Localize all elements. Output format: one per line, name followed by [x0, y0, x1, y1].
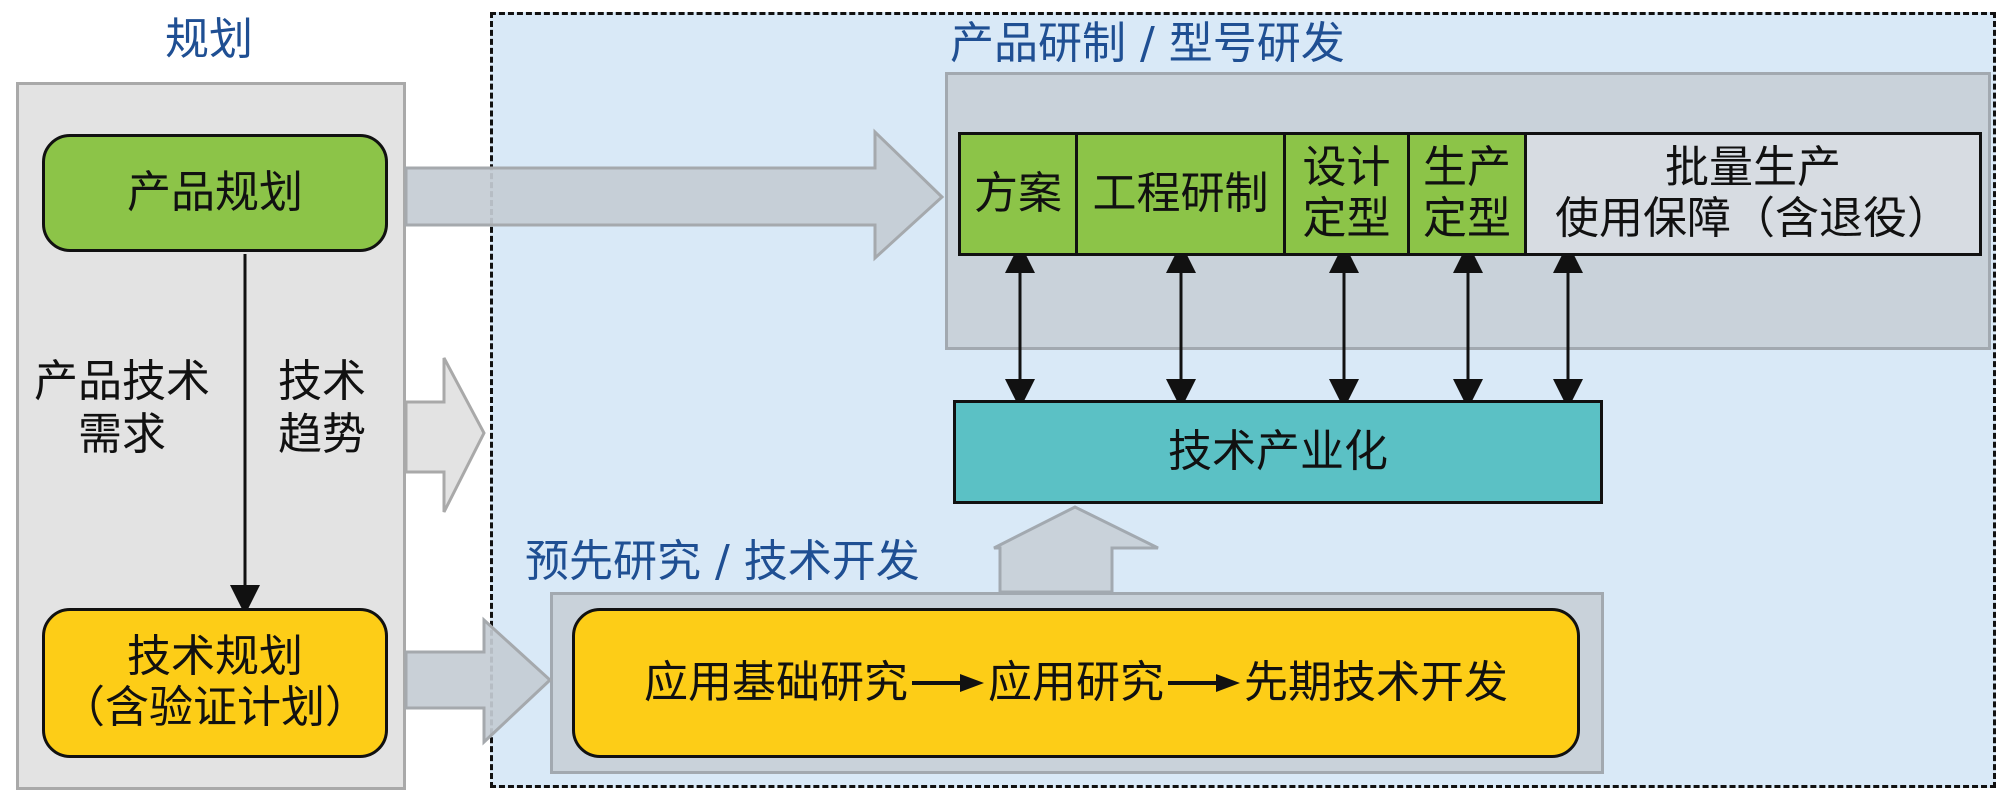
- trend-label-line1: 技术: [278, 356, 366, 407]
- development-stages: 方案 工程研制 设计 定型 生产 定型 批量生产 使用保障（含退役）: [958, 132, 1982, 256]
- tech-planning-sublabel: （含验证计划）: [61, 682, 369, 733]
- planning-to-research-arrow: [404, 616, 553, 746]
- product-development-title: 产品研制 / 型号研发: [950, 18, 1345, 69]
- stage-design-line2: 定型: [1302, 193, 1391, 244]
- step-arrow-icon: [1168, 674, 1240, 692]
- tech-planning-box: 技术规划 （含验证计划）: [42, 608, 388, 758]
- research-step-advanced: 先期技术开发: [1244, 656, 1508, 708]
- industrialization-label: 技术产业化: [1168, 425, 1388, 477]
- stage-design-finalization: 设计 定型: [1286, 135, 1410, 253]
- stage-scheme: 方案: [961, 135, 1078, 253]
- step-arrow-icon: [912, 674, 984, 692]
- demand-label-line1: 产品技术: [34, 356, 210, 407]
- demand-label-line2: 需求: [78, 408, 166, 460]
- stage-production-line2: 定型: [1423, 193, 1511, 244]
- industrialization-box: 技术产业化: [953, 400, 1603, 504]
- research-step-applied: 应用研究: [988, 656, 1164, 708]
- planning-title: 规划: [165, 14, 253, 65]
- research-title: 预先研究 / 技术开发: [525, 536, 920, 587]
- stage-engineering: 工程研制: [1078, 135, 1286, 253]
- research-to-industrialization-arrow: [993, 505, 1159, 594]
- research-steps-box: 应用基础研究 应用研究 先期技术开发: [572, 608, 1580, 758]
- stage-mass-line1: 批量生产: [1665, 142, 1841, 194]
- stage-production-line1: 生产: [1423, 142, 1511, 194]
- stage-mass-production: 批量生产 使用保障（含退役）: [1527, 135, 1979, 253]
- research-step-basic: 应用基础研究: [644, 656, 908, 708]
- product-planning-label: 产品规划: [127, 166, 303, 218]
- trend-label-line2: 趋势: [278, 408, 366, 460]
- trend-arrow: [404, 357, 486, 513]
- stage-engineering-label: 工程研制: [1092, 167, 1269, 219]
- stage-scheme-label: 方案: [974, 167, 1062, 219]
- product-planning-box: 产品规划: [42, 134, 388, 252]
- stage-mass-line2: 使用保障（含退役）: [1555, 193, 1951, 244]
- stage-production-finalization: 生产 定型: [1410, 135, 1527, 253]
- trend-label: 技术 趋势: [262, 356, 382, 462]
- stage-design-line1: 设计: [1302, 142, 1391, 194]
- demand-label: 产品技术 需求: [22, 356, 222, 462]
- tech-planning-label: 技术规划: [127, 631, 303, 683]
- planning-to-development-arrow: [404, 128, 945, 262]
